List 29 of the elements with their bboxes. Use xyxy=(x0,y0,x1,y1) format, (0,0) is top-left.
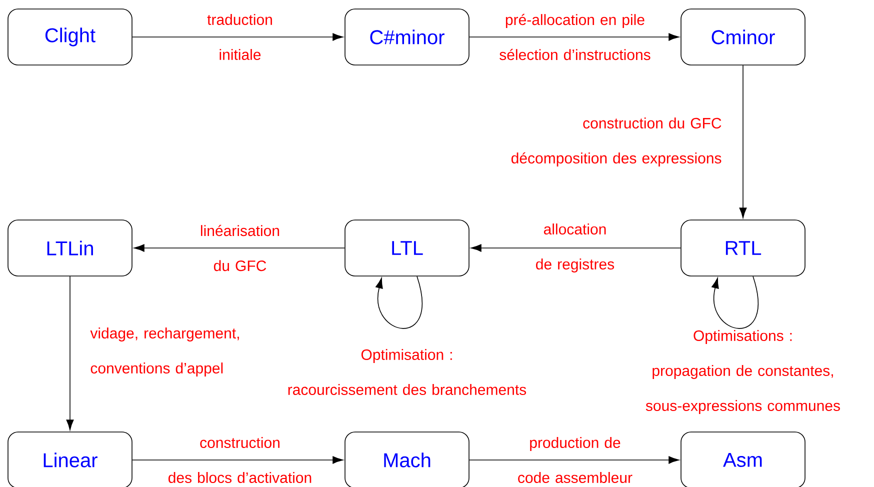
arrow xyxy=(469,456,680,464)
edge-label: construction des blocs d’activation xyxy=(168,437,312,483)
arrow xyxy=(132,456,344,464)
language-box: RTL xyxy=(680,220,806,276)
language-box: Cminor xyxy=(680,8,806,66)
language-box: Asm xyxy=(680,432,806,487)
arrow xyxy=(712,276,758,329)
arrow xyxy=(739,65,747,218)
language-box: LTL xyxy=(344,220,470,276)
edge-label: Optimisations : propagation de constantes, sous-expressions communes xyxy=(646,330,840,414)
edge-label: Optimisation : racourcissement des branchements xyxy=(288,349,526,395)
edge-label: construction du GFC décomposition des expressions xyxy=(512,118,722,166)
language-box: Linear xyxy=(8,432,132,487)
arrow xyxy=(470,244,681,252)
arrow xyxy=(134,244,345,252)
arrow xyxy=(469,33,680,41)
language-box: C#minor xyxy=(344,8,470,66)
language-box: Mach xyxy=(344,432,470,487)
arrow xyxy=(376,276,422,329)
edge-label: production de code assembleur xyxy=(518,437,632,483)
edge-label: traduction initiale xyxy=(207,14,272,60)
language-box: LTLin xyxy=(8,220,132,276)
arrow xyxy=(66,276,74,430)
edge-label: linéarisation du GFC xyxy=(200,224,280,272)
edge-label: pré-allocation en pile sélection d’instructions xyxy=(500,14,650,60)
language-box: Clight xyxy=(8,8,132,66)
arrow xyxy=(132,33,344,41)
edge-label: allocation de registres xyxy=(536,224,614,272)
edge-label: vidage, rechargement, conventions d’appel xyxy=(90,328,239,376)
